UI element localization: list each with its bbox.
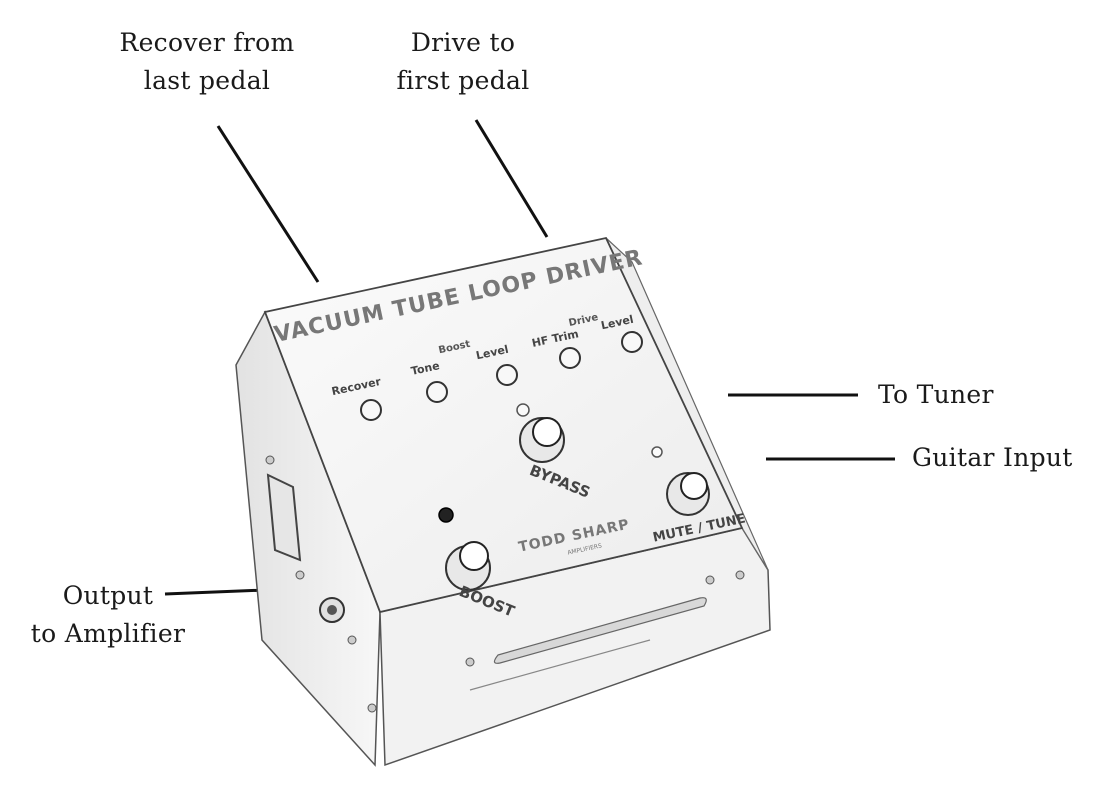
screw [705,575,715,585]
led-mute [651,446,663,458]
callout-drive: Drive to first pedal [368,24,558,100]
knob-label-tone: Tone [410,359,441,378]
knob-tone [426,381,448,403]
recover-leader-line [216,125,320,283]
callout-guitar-line1: Guitar Input [912,443,1073,472]
enclosure-top-panel [263,236,744,614]
front-slot-lower [469,639,651,691]
callout-recover-line2: last pedal [143,66,271,95]
callout-drive-line2: first pedal [396,66,530,95]
footswitch-bypass [532,417,562,447]
screw [295,570,305,580]
enclosure-left-side [235,310,381,767]
knob-hf-trim [559,347,581,369]
callout-recover-line1: Recover from [119,28,295,57]
output-jack-hole [327,605,337,615]
pedal-enclosure [235,236,771,767]
footswitch-mute [680,472,708,500]
callout-tuner: To Tuner [878,376,1078,414]
screw [465,657,475,667]
knob-boost-level [496,364,518,386]
callout-recover: Recover from last pedal [102,24,312,100]
footswitch-boost [459,541,489,571]
callout-guitar: Guitar Input [912,439,1102,477]
screw [735,570,745,580]
front-slot [493,597,707,664]
knob-recover [360,399,382,421]
side-window [266,473,302,562]
led-boost [438,507,454,523]
screw [367,703,377,713]
callout-tuner-line1: To Tuner [878,380,994,409]
screw [347,635,357,645]
callout-output-line1: Output [62,581,154,610]
screw [265,455,275,465]
drive-leader-line [474,119,549,238]
knob-drive-level [621,331,643,353]
callout-output-line2: to Amplifier [30,619,186,648]
led-bypass [516,403,530,417]
callout-drive-line1: Drive to [410,28,516,57]
callout-output: Output to Amplifier [18,577,198,653]
